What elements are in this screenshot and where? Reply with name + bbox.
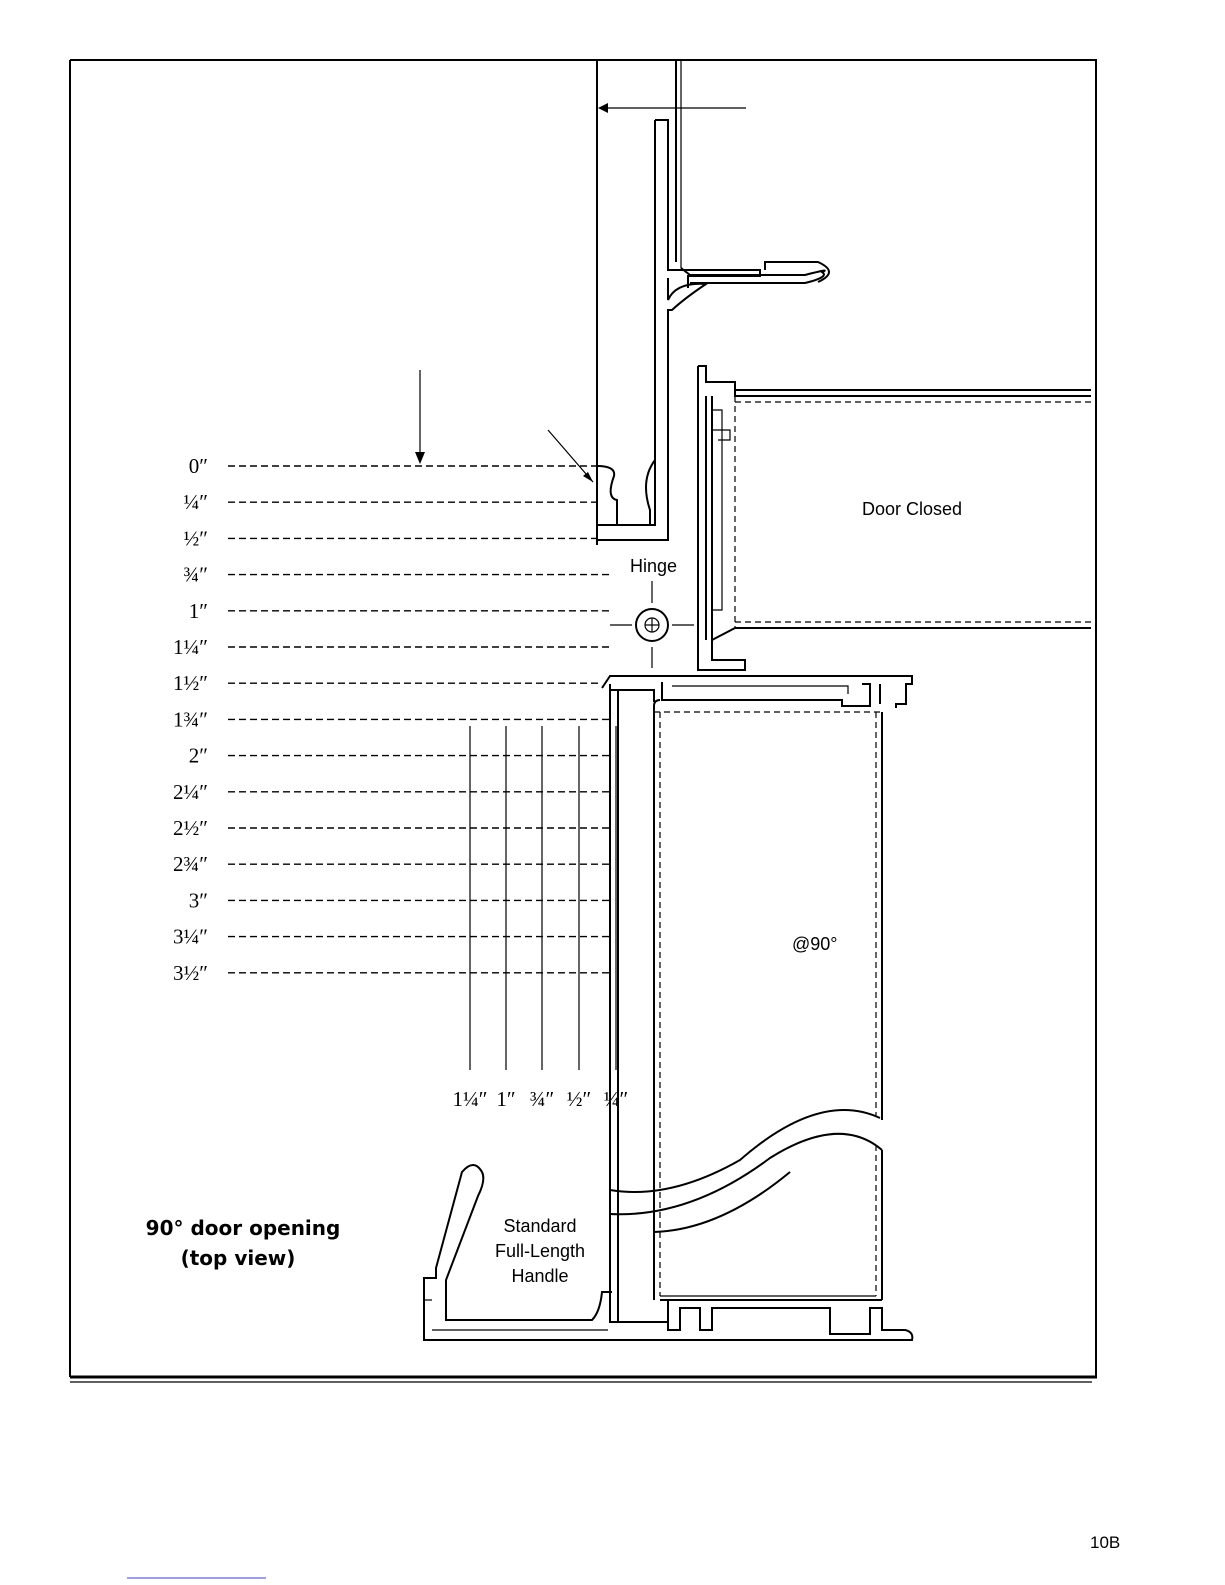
door-open-panel	[602, 676, 912, 1340]
vertical-scale-label: 1¼″	[173, 635, 208, 659]
door-open-label: @90°	[792, 934, 838, 954]
horizontal-scale-labels: 1¼″ 1″ ¾″ ½″ ¼″	[453, 1087, 629, 1111]
vertical-scale-label: 2¾″	[173, 852, 208, 876]
horizontal-scale-label: ½″	[567, 1087, 592, 1111]
horizontal-scale-label: 1″	[496, 1087, 515, 1111]
handle-label-line3: Handle	[511, 1266, 568, 1286]
cabinet-jamb-profile	[548, 60, 829, 545]
vertical-scale-label: ¾″	[184, 563, 209, 587]
vertical-scale-label: 2¼″	[173, 780, 208, 804]
horizontal-scale-label: ¾″	[530, 1087, 555, 1111]
page-number: 10B	[1090, 1533, 1120, 1552]
vertical-scale-label: 0″	[189, 454, 208, 478]
door-closed-label: Door Closed	[862, 499, 962, 519]
vertical-scale-label: 1½″	[173, 671, 208, 695]
vertical-scale-labels: 0″ ¼″ ½″ ¾″ 1″ 1¼″ 1½″ 1¾″ 2″ 2¼″ 2½″ 2¾″ 3″ 3¼″ 3½″	[173, 454, 208, 985]
handle-label-line1: Standard	[503, 1216, 576, 1236]
vertical-scale-label: 2½″	[173, 816, 208, 840]
caption-line2: (top view)	[181, 1246, 296, 1270]
vertical-scale-label: 3″	[189, 888, 208, 912]
vertical-scale-lines	[228, 466, 612, 973]
vertical-scale-label: 2″	[189, 744, 208, 768]
vertical-scale-label: 1¾″	[173, 707, 208, 731]
caption-line1: 90° door opening	[146, 1216, 341, 1240]
horizontal-scale-lines	[470, 726, 616, 1070]
diagram-frame	[70, 60, 1097, 1382]
vertical-scale-label: ¼″	[184, 490, 209, 514]
hinge-symbol	[610, 581, 694, 668]
vertical-scale-label: 1″	[189, 599, 208, 623]
horizontal-scale-label: ¼″	[604, 1087, 629, 1111]
vertical-scale-label: ½″	[184, 526, 209, 550]
horizontal-scale-label: 1¼″	[453, 1087, 488, 1111]
handle-label-line2: Full-Length	[495, 1241, 585, 1261]
hinge-label: Hinge	[630, 556, 677, 576]
vertical-scale-label: 3¼″	[173, 925, 208, 949]
vertical-scale-label: 3½″	[173, 961, 208, 985]
